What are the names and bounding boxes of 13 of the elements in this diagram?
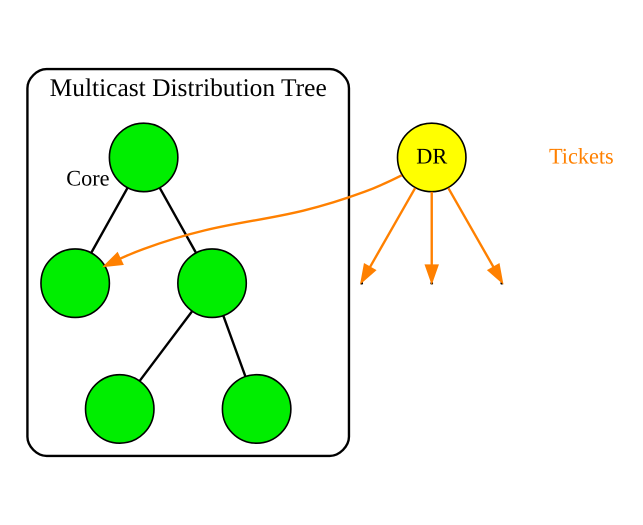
- connector: [222, 315, 247, 377]
- node-circle: [108, 122, 179, 192]
- arrow: [102, 174, 402, 268]
- node-circle: [84, 374, 155, 444]
- connector: [90, 188, 128, 254]
- node-label: Core: [66, 166, 110, 191]
- label: Tickets: [548, 143, 614, 168]
- node-circle: [177, 248, 248, 318]
- node-circle: [40, 248, 110, 318]
- connector: [158, 188, 197, 254]
- node-circle: [222, 374, 292, 444]
- node-circle: DR: [396, 122, 467, 192]
- connector: [138, 310, 193, 382]
